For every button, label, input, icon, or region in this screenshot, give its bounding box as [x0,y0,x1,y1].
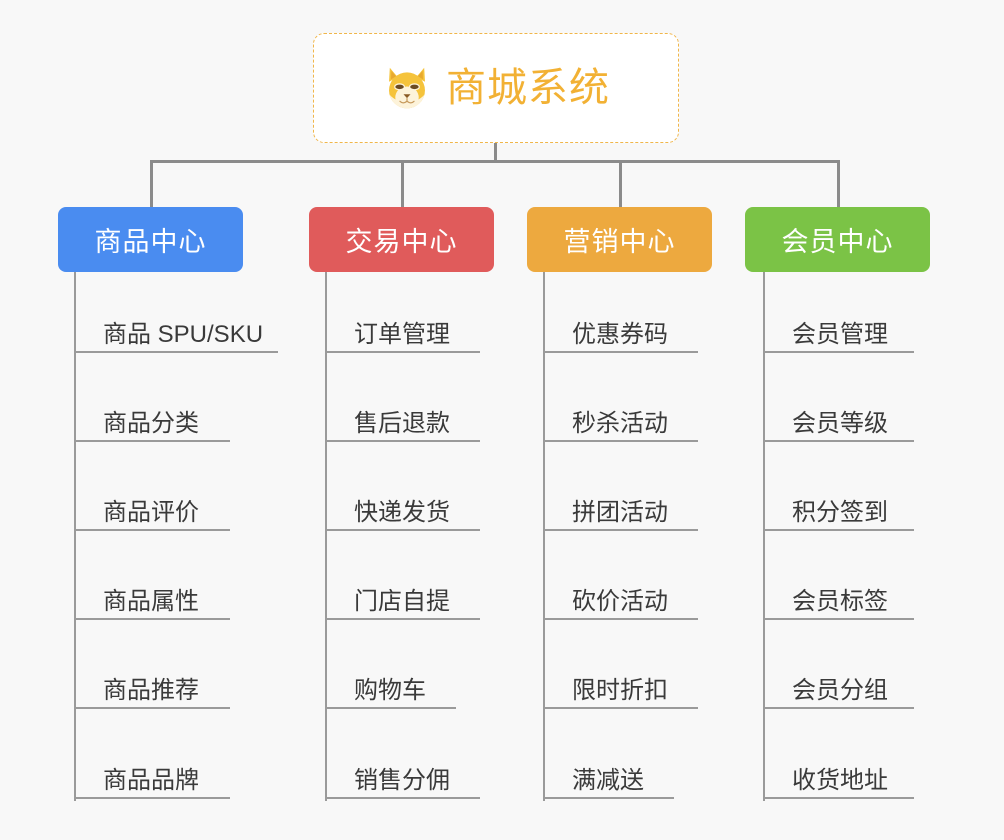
branch-header-2[interactable]: 交易中心 [309,207,494,272]
branch-bus-connector [150,160,840,163]
branch-drop-connector-4 [837,160,840,207]
branch-spine-2 [325,272,327,801]
leaf-item-3-6[interactable]: 满减送 [543,747,674,799]
leaf-item-2-1[interactable]: 订单管理 [325,301,480,353]
leaf-label: 商品分类 [103,410,199,438]
leaf-label: 售后退款 [354,410,450,438]
shiba-dog-icon [389,67,425,109]
leaf-item-3-4[interactable]: 砍价活动 [543,568,698,620]
leaf-item-3-5[interactable]: 限时折扣 [543,657,698,709]
leaf-label: 优惠券码 [572,321,668,349]
leaf-item-2-5[interactable]: 购物车 [325,657,456,709]
leaf-label: 订单管理 [354,321,450,349]
leaf-item-2-6[interactable]: 销售分佣 [325,747,480,799]
leaf-item-1-2[interactable]: 商品分类 [74,390,230,442]
leaf-label: 会员管理 [792,321,888,349]
leaf-label: 销售分佣 [354,767,450,795]
leaf-label: 满减送 [572,767,644,795]
leaf-item-4-2[interactable]: 会员等级 [763,390,914,442]
leaf-label: 会员分组 [792,677,888,705]
branch-header-4[interactable]: 会员中心 [745,207,930,272]
leaf-label: 门店自提 [354,588,450,616]
leaf-label: 拼团活动 [572,499,668,527]
leaf-label: 快递发货 [354,499,450,527]
leaf-item-4-6[interactable]: 收货地址 [763,747,914,799]
leaf-label: 商品品牌 [103,767,199,795]
leaf-label: 商品评价 [103,499,199,527]
leaf-item-4-3[interactable]: 积分签到 [763,479,914,531]
leaf-item-1-1[interactable]: 商品 SPU/SKU [74,301,278,353]
leaf-label: 购物车 [354,677,426,705]
leaf-label: 积分签到 [792,499,888,527]
branch-drop-connector-3 [619,160,622,207]
leaf-item-2-2[interactable]: 售后退款 [325,390,480,442]
root-node[interactable]: 商城系统 [313,33,679,143]
leaf-label: 商品 SPU/SKU [103,321,264,349]
leaf-item-2-3[interactable]: 快递发货 [325,479,480,531]
leaf-item-1-5[interactable]: 商品推荐 [74,657,230,709]
leaf-item-3-3[interactable]: 拼团活动 [543,479,698,531]
branch-header-3[interactable]: 营销中心 [527,207,712,272]
leaf-item-2-4[interactable]: 门店自提 [325,568,480,620]
leaf-label: 商品推荐 [103,677,199,705]
branch-title-2: 交易中心 [345,227,458,257]
leaf-label: 限时折扣 [572,677,668,705]
leaf-item-3-1[interactable]: 优惠券码 [543,301,698,353]
branch-title-4: 会员中心 [781,227,894,257]
leaf-item-3-2[interactable]: 秒杀活动 [543,390,698,442]
leaf-item-1-3[interactable]: 商品评价 [74,479,230,531]
leaf-item-1-6[interactable]: 商品品牌 [74,747,230,799]
root-stem-connector [494,143,497,163]
leaf-label: 砍价活动 [572,588,668,616]
root-title: 商城系统 [446,66,610,110]
branch-spine-3 [543,272,545,801]
leaf-label: 商品属性 [103,588,199,616]
leaf-label: 会员标签 [792,588,888,616]
branch-drop-connector-2 [401,160,404,207]
leaf-label: 会员等级 [792,410,888,438]
branch-spine-1 [74,272,76,801]
leaf-item-4-4[interactable]: 会员标签 [763,568,914,620]
leaf-label: 秒杀活动 [572,410,668,438]
leaf-item-1-4[interactable]: 商品属性 [74,568,230,620]
branch-spine-4 [763,272,765,801]
branch-title-1: 商品中心 [94,227,207,257]
leaf-item-4-5[interactable]: 会员分组 [763,657,914,709]
leaf-label: 收货地址 [792,767,888,795]
branch-drop-connector-1 [150,160,153,207]
leaf-item-4-1[interactable]: 会员管理 [763,301,914,353]
branch-header-1[interactable]: 商品中心 [58,207,243,272]
branch-title-3: 营销中心 [563,227,676,257]
